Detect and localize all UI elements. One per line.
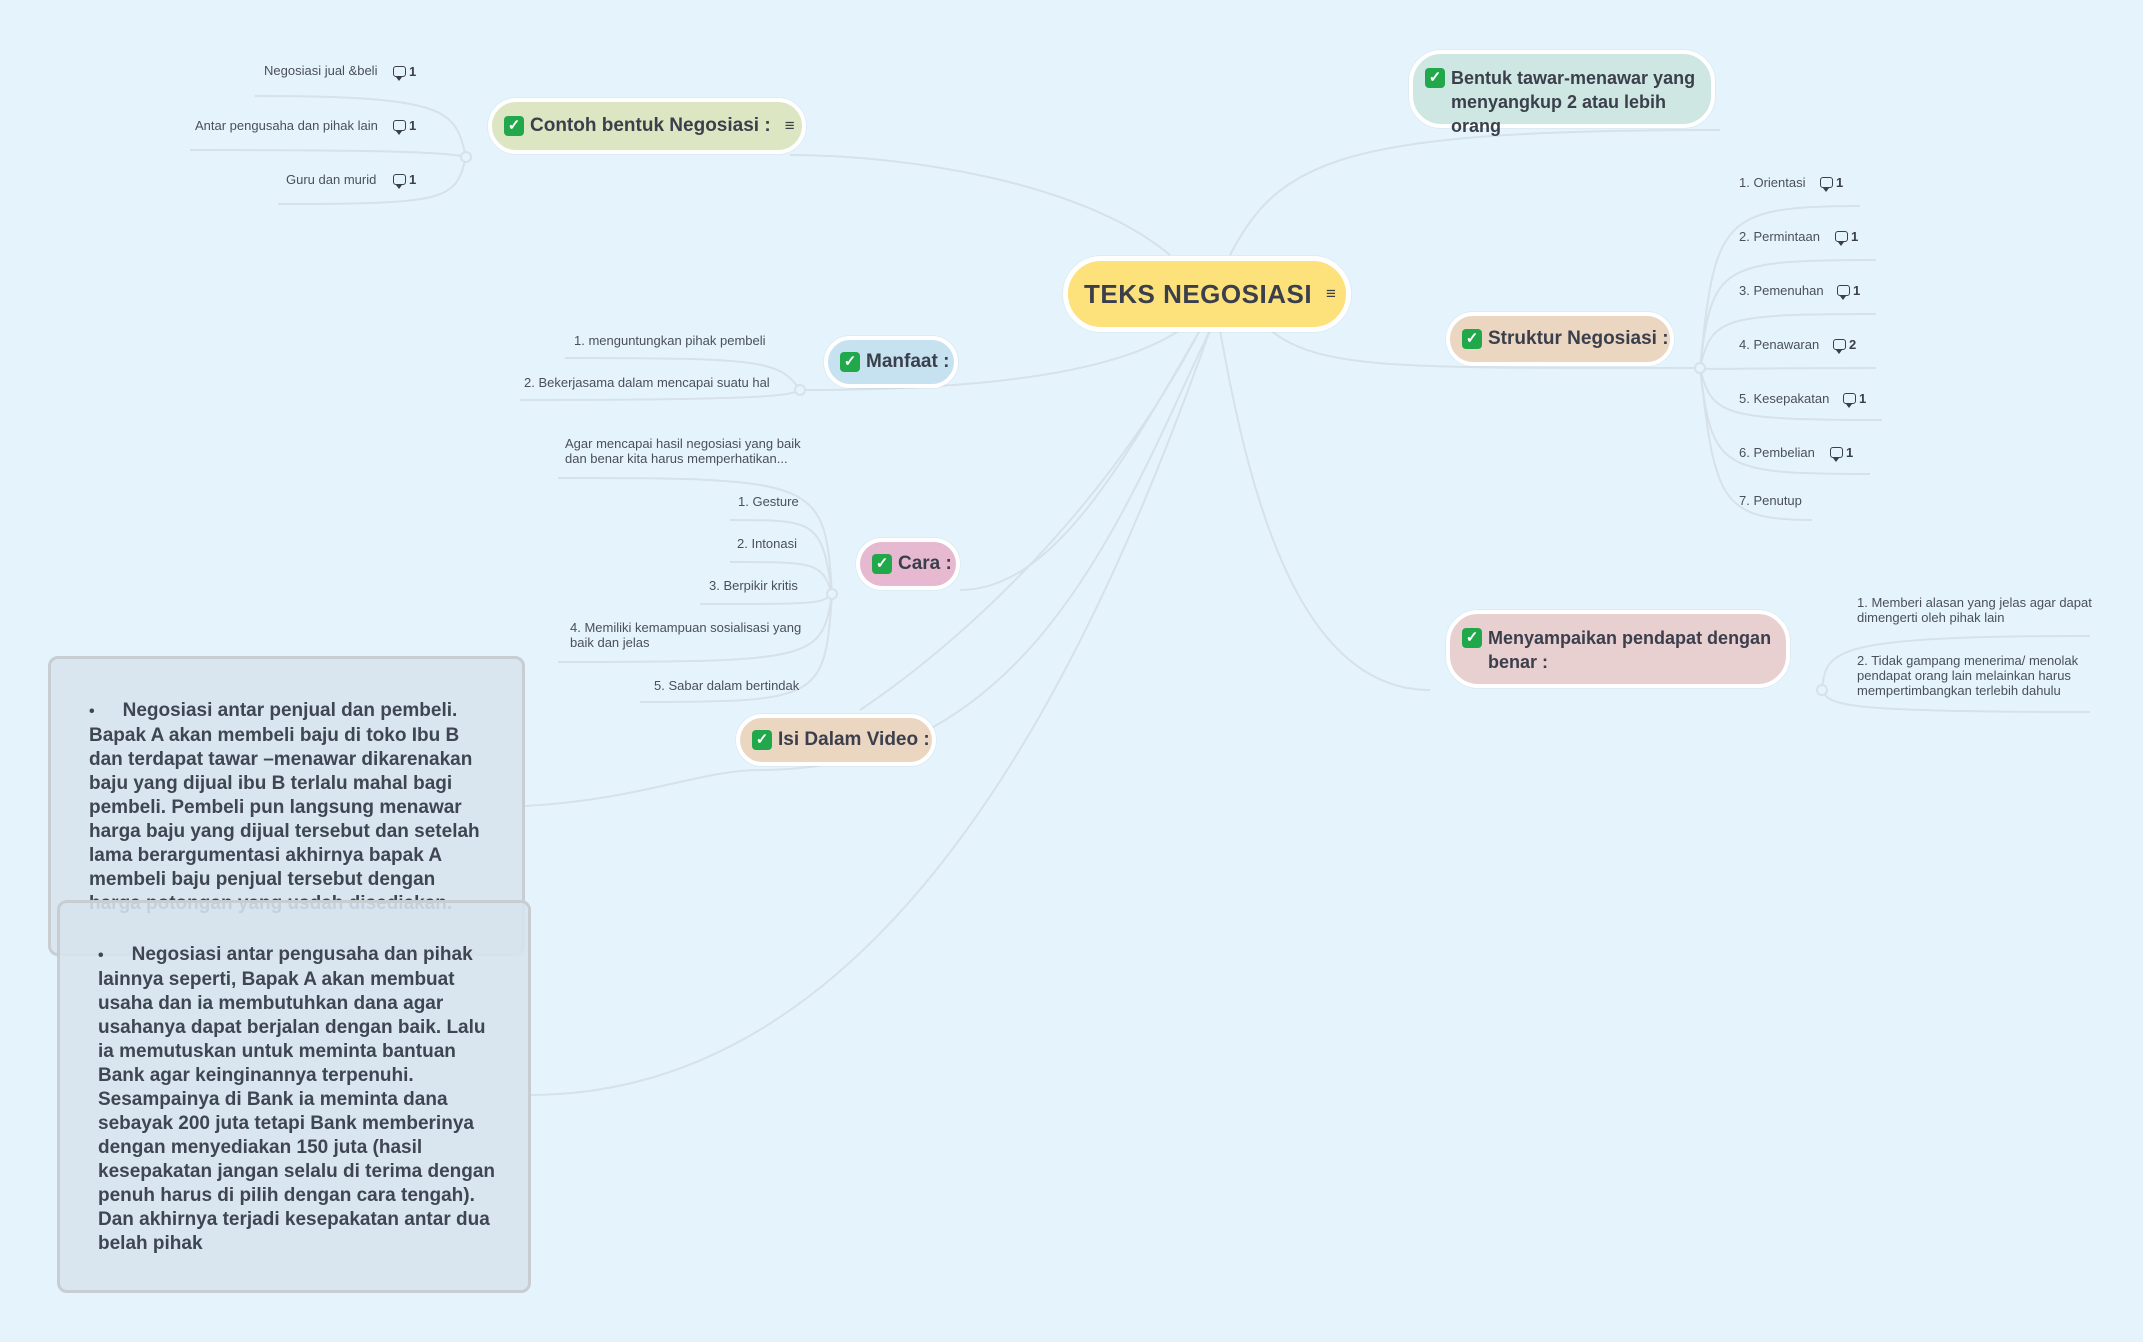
root-topic[interactable]: TEKS NEGOSIASI ≡: [1063, 256, 1351, 332]
comment-icon: [1837, 285, 1850, 300]
check-icon: ✓: [504, 116, 524, 136]
leaf-label: 1. menguntungkan pihak pembeli: [574, 333, 766, 348]
list-item[interactable]: Antar pengusaha dan pihak lain: [195, 118, 378, 133]
comment-count[interactable]: 2: [1833, 337, 1856, 354]
leaf-label: Agar mencapai hasil negosiasi yang baik …: [565, 436, 801, 466]
branch-cara[interactable]: ✓ Cara :: [856, 538, 960, 590]
check-icon: ✓: [752, 730, 772, 750]
branch-title: Isi Dalam Video :: [778, 729, 930, 750]
branch-contoh[interactable]: ✓ Contoh bentuk Negosiasi : ≡: [488, 98, 806, 154]
branch-title: Manfaat :: [866, 351, 950, 372]
leaf-label: 2. Permintaan: [1739, 229, 1820, 244]
list-item[interactable]: 2. Permintaan: [1739, 229, 1820, 244]
root-title: TEKS NEGOSIASI: [1084, 279, 1313, 309]
leaf-label: Antar pengusaha dan pihak lain: [195, 118, 378, 133]
list-item[interactable]: 5. Sabar dalam bertindak: [654, 678, 799, 693]
note-box[interactable]: •Negosiasi antar pengusaha dan pihak lai…: [57, 900, 531, 1293]
comment-icon: [1830, 447, 1843, 462]
comment-count[interactable]: 1: [1843, 391, 1866, 408]
comment-count[interactable]: 1: [393, 172, 416, 189]
comment-count[interactable]: 1: [1835, 229, 1858, 246]
check-icon: ✓: [1462, 628, 1482, 648]
leaf-label: 2. Intonasi: [737, 536, 797, 551]
comment-icon: [1820, 177, 1833, 192]
leaf-label: 1. Memberi alasan yang jelas agar dapat …: [1857, 595, 2092, 625]
list-item[interactable]: 3. Pemenuhan: [1739, 283, 1824, 298]
comment-count[interactable]: 1: [1837, 283, 1860, 300]
list-item[interactable]: 6. Pembelian: [1739, 445, 1815, 460]
notes-icon[interactable]: ≡: [784, 116, 795, 135]
leaf-label: 4. Memiliki kemampuan sosialisasi yang b…: [570, 620, 802, 650]
leaf-label: 6. Pembelian: [1739, 445, 1815, 460]
comment-icon: [393, 174, 406, 189]
branch-struktur[interactable]: ✓ Struktur Negosiasi :: [1446, 312, 1674, 366]
list-item[interactable]: 2. Bekerjasama dalam mencapai suatu hal: [524, 375, 770, 390]
leaf-label: 1. Gesture: [738, 494, 799, 509]
comment-count[interactable]: 1: [1830, 445, 1853, 462]
branch-title: Struktur Negosiasi :: [1488, 328, 1669, 349]
leaf-label: 5. Kesepakatan: [1739, 391, 1830, 406]
list-item[interactable]: 7. Penutup: [1739, 493, 1802, 508]
leaf-label: 1. Orientasi: [1739, 175, 1806, 190]
note-text: Negosiasi antar pengusaha dan pihak lain…: [98, 944, 496, 1254]
notes-icon[interactable]: ≡: [1326, 284, 1336, 303]
list-item[interactable]: 5. Kesepakatan: [1739, 391, 1829, 406]
list-item[interactable]: Negosiasi jual &beli: [264, 63, 377, 78]
check-icon: ✓: [872, 554, 892, 574]
check-icon: ✓: [1462, 329, 1482, 349]
list-item[interactable]: 4. Memiliki kemampuan sosialisasi yang b…: [570, 620, 810, 650]
comment-count[interactable]: 1: [1820, 175, 1843, 192]
bullet: •: [89, 703, 95, 720]
branch-title: Menyampaikan pendapat dengan benar :: [1488, 628, 1772, 672]
comment-icon: [1843, 393, 1856, 408]
comment-icon: [1833, 339, 1846, 354]
leaf-label: 3. Berpikir kritis: [709, 578, 798, 593]
list-item[interactable]: 2. Intonasi: [737, 536, 797, 551]
list-item[interactable]: 1. menguntungkan pihak pembeli: [574, 333, 766, 348]
leaf-label: 5. Sabar dalam bertindak: [654, 678, 800, 693]
bullet: •: [98, 947, 104, 964]
leaf-label: 7. Penutup: [1739, 493, 1802, 508]
comment-count[interactable]: 1: [393, 64, 416, 81]
leaf-label: 2. Tidak gampang menerima/ menolak penda…: [1857, 653, 2079, 698]
branch-title: Bentuk tawar-menawar yang menyangkup 2 a…: [1451, 68, 1696, 136]
list-item[interactable]: 1. Memberi alasan yang jelas agar dapat …: [1857, 595, 2097, 625]
list-item[interactable]: 1. Gesture: [738, 494, 799, 509]
leaf-label: 4. Penawaran: [1739, 337, 1820, 352]
comment-count[interactable]: 1: [393, 118, 416, 135]
leaf-label: Guru dan murid: [286, 172, 377, 187]
leaf-label: Negosiasi jual &beli: [264, 63, 378, 78]
check-icon: ✓: [1425, 68, 1445, 88]
list-item[interactable]: 4. Penawaran: [1739, 337, 1819, 352]
list-item[interactable]: 1. Orientasi: [1739, 175, 1805, 190]
branch-manfaat[interactable]: ✓ Manfaat :: [824, 336, 958, 388]
leaf-label: 3. Pemenuhan: [1739, 283, 1824, 298]
note-text: Negosiasi antar penjual dan pembeli. Bap…: [89, 700, 480, 914]
comment-icon: [393, 120, 406, 135]
list-item[interactable]: Guru dan murid: [286, 172, 376, 187]
list-item[interactable]: 3. Berpikir kritis: [709, 578, 798, 593]
leaf-label: 2. Bekerjasama dalam mencapai suatu hal: [524, 375, 770, 390]
branch-bentuk[interactable]: ✓ Bentuk tawar-menawar yang menyangkup 2…: [1409, 50, 1715, 136]
list-item[interactable]: Agar mencapai hasil negosiasi yang baik …: [565, 436, 815, 466]
comment-icon: [393, 66, 406, 81]
check-icon: ✓: [840, 352, 860, 372]
branch-title: Contoh bentuk Negosiasi :: [530, 115, 771, 136]
branch-menyampaikan[interactable]: ✓ Menyampaikan pendapat dengan benar :: [1446, 610, 1790, 688]
branch-isi-dalam-video[interactable]: ✓ Isi Dalam Video :: [736, 714, 936, 766]
branch-title: Cara :: [898, 553, 952, 574]
comment-icon: [1835, 231, 1848, 246]
list-item[interactable]: 2. Tidak gampang menerima/ menolak penda…: [1857, 653, 2097, 698]
